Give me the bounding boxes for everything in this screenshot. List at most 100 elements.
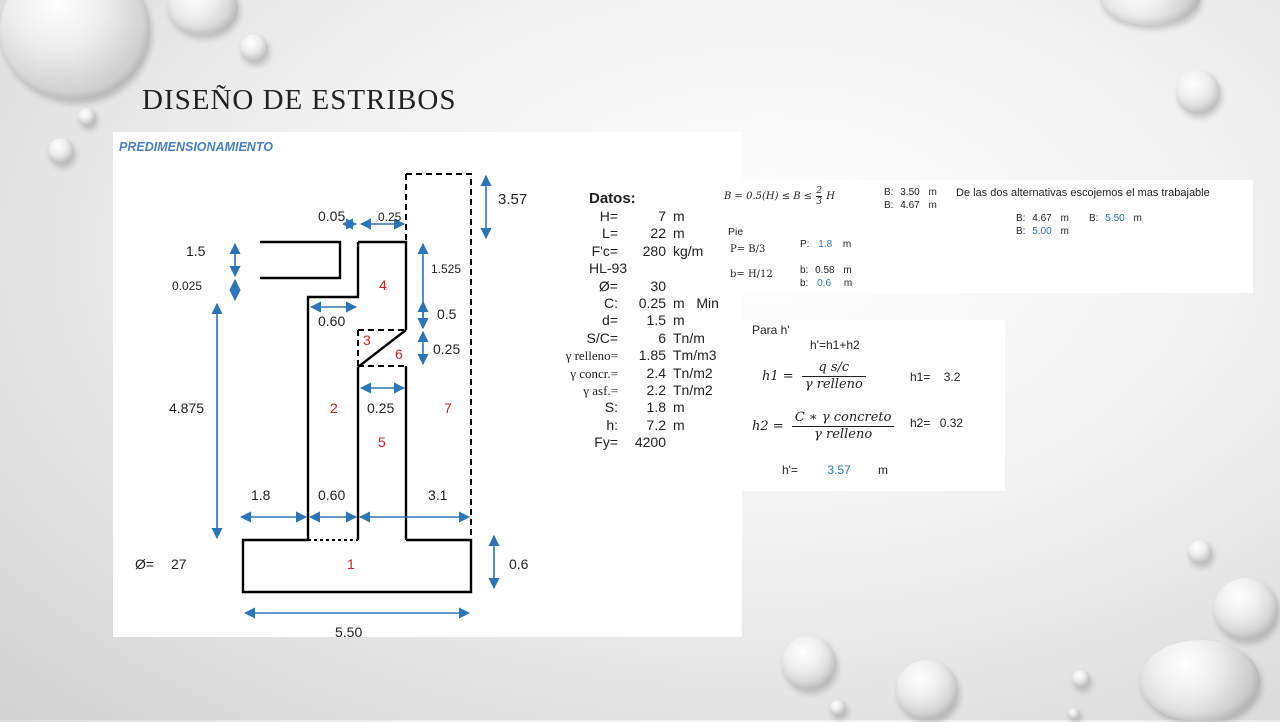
water-drop-decoration <box>48 138 74 164</box>
datos-label: d= <box>602 312 618 329</box>
b4-unit: m <box>1133 213 1142 224</box>
dim-5-50: 5.50 <box>335 624 362 637</box>
b-row-3: B: 4.67 m <box>1016 213 1069 224</box>
figure-heading: PREDIMENSIONAMIENTO <box>119 140 273 154</box>
datos-unit: m <box>673 416 685 433</box>
h2-formula: h2 = C ∗ γ concreto γ relleno <box>752 410 895 443</box>
b2-value: 4.67 <box>900 200 920 211</box>
datos-row: Ø=30 <box>533 278 738 295</box>
datos-value: 6 <box>658 329 666 346</box>
p-value: 1.8 <box>818 239 833 250</box>
dim-3-57: 3.57 <box>498 191 527 208</box>
b6-unit: m <box>843 265 852 276</box>
datos-unit: Tn/m2 <box>673 381 713 398</box>
pie-label: Pie <box>728 226 744 238</box>
h1-lhs: h1 = <box>762 369 794 384</box>
b4-value: 5.50 <box>1105 213 1125 224</box>
datos-label: γ asf.= <box>583 382 618 398</box>
b3-unit: m <box>1060 213 1069 224</box>
b7-value: 0.6 <box>817 278 832 289</box>
datos-unit: m <box>673 312 685 329</box>
water-drop-decoration <box>1140 640 1260 722</box>
water-drop-decoration <box>78 108 96 126</box>
slide-title: DISEÑO DE ESTRIBOS <box>142 84 457 116</box>
h2-numerator: C ∗ γ concreto <box>791 410 895 427</box>
datos-row: γ asf.= 2.2 Tn/m2 <box>533 382 738 399</box>
h1-formula: h1 = q s/c γ relleno <box>762 360 866 393</box>
spreadsheet-panel: B = 0.5(H) ≤ B ≤ 2 3 H B: 3.50 m B: 4.67… <box>722 180 1253 293</box>
b-row-2: B: 4.67 m <box>884 200 937 211</box>
water-drop-decoration <box>1100 0 1200 25</box>
b7-unit: m <box>843 278 853 289</box>
dim-0-60-b: 0.60 <box>318 487 345 503</box>
h2-lhs: h2 = <box>752 419 784 434</box>
datos-label: S: <box>604 399 618 416</box>
datos-value: 22 <box>650 225 666 242</box>
datos-unit: m <box>673 208 685 224</box>
water-drop-decoration <box>1214 578 1278 640</box>
datos-row: HL-93 <box>533 260 738 277</box>
h1-numerator: q s/c <box>801 360 866 377</box>
datos-unit: Tn/m2 <box>673 364 713 381</box>
datos-unit: Tn/m <box>673 329 705 346</box>
datos-row: Fy=4200 <box>533 434 738 451</box>
dim-3-1: 3.1 <box>428 487 448 503</box>
b1-value: 3.50 <box>900 187 920 198</box>
datos-label: HL-93 <box>589 260 628 277</box>
datos-value: 1.85 <box>638 347 666 364</box>
dim-0-25-b: 0.25 <box>433 341 460 357</box>
water-drop-decoration <box>1188 540 1212 564</box>
region-7: 7 <box>444 400 452 416</box>
choice-note: De las dos alternativas escojemos el mas… <box>956 187 1210 199</box>
datos-unit: m <box>673 399 685 416</box>
dim-0-6: 0.6 <box>509 556 529 572</box>
datos-value: 2.2 <box>646 381 666 398</box>
b-row-6: b: 0.58 m <box>800 265 852 276</box>
b5-value: 5.00 <box>1032 226 1052 237</box>
b3-label: B: <box>1016 213 1026 224</box>
water-drop-decoration <box>782 636 836 690</box>
h2-result: h2= 0.32 <box>910 416 963 430</box>
hprime-label: h'= <box>782 463 798 477</box>
formula-frac-num: 2 <box>816 186 823 197</box>
b1-label: B: <box>884 187 894 198</box>
dim-1-5: 1.5 <box>186 243 206 259</box>
datos-value: 7.2 <box>646 416 666 433</box>
b7-label: b: <box>800 278 809 289</box>
p-row: P: 1.8 m <box>800 239 851 250</box>
hprime-result: h'= 3.57 m <box>782 463 888 477</box>
datos-title: Datos: <box>589 190 636 207</box>
hprime-panel: Para h' h'=h1+h2 h1 = q s/c γ relleno h1… <box>742 320 1005 491</box>
dim-0-25-c: 0.25 <box>367 400 394 416</box>
water-drop-decoration <box>0 0 150 100</box>
datos-label: F'c= <box>591 242 618 259</box>
dim-1-8: 1.8 <box>251 487 271 503</box>
datos-label: C: <box>604 294 618 311</box>
h2-denominator: γ relleno <box>814 427 873 442</box>
formula-h: H <box>826 191 835 202</box>
h1-result: h1= 3.2 <box>910 370 960 384</box>
h1-value: 3.2 <box>943 370 961 384</box>
b5-label: B: <box>1016 226 1026 237</box>
b-row-1: B: 3.50 m <box>884 187 937 198</box>
datos-value: 30 <box>650 277 666 294</box>
region-6: 6 <box>395 346 403 362</box>
b6-value: 0.58 <box>815 265 835 276</box>
b2-label: B: <box>884 200 894 211</box>
phi-value: 27 <box>171 556 187 572</box>
datos-value: 0.25 <box>638 294 666 311</box>
datos-unit: kg/m <box>673 242 704 259</box>
datos-value: 7 <box>658 208 666 224</box>
b2-unit: m <box>928 200 937 211</box>
datos-unit: Tm/m3 <box>673 347 717 364</box>
dim-0-60-a: 0.60 <box>318 313 345 329</box>
dim-0-025: 0.025 <box>172 279 202 293</box>
